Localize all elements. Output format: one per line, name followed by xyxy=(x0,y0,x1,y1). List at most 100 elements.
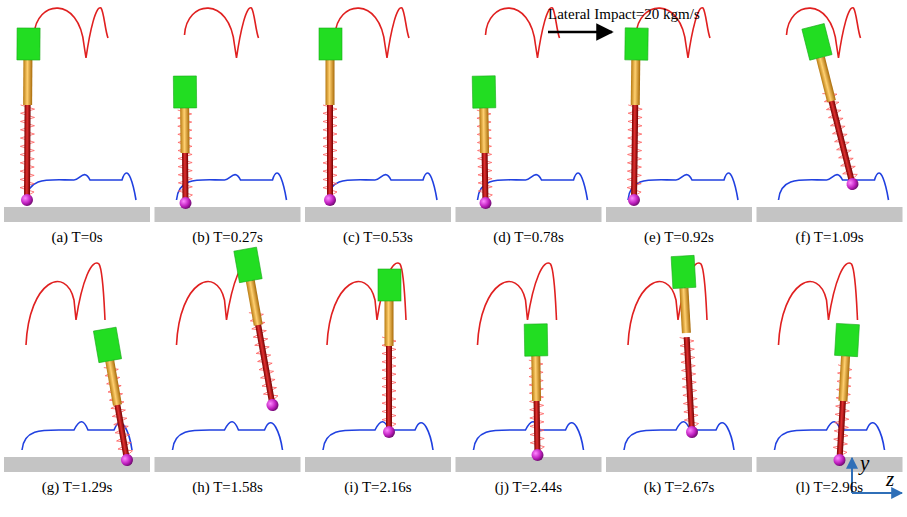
foot-trajectory xyxy=(22,422,132,450)
snapshot-panel xyxy=(4,263,150,472)
snapshot-panel xyxy=(456,263,602,472)
axis-label: y xyxy=(860,452,869,475)
foot-trajectory xyxy=(478,173,588,200)
foot-trajectory xyxy=(775,422,885,450)
piston xyxy=(631,60,641,105)
foot-trajectory xyxy=(624,422,734,450)
piston xyxy=(479,108,489,153)
axis-label: z xyxy=(886,468,894,491)
leg xyxy=(16,28,40,206)
foot-ball xyxy=(266,398,280,412)
ground xyxy=(4,207,150,222)
leg xyxy=(828,323,859,466)
foot-trajectory xyxy=(177,173,287,200)
panel-caption: (f) T=1.09s xyxy=(795,229,863,246)
panel-caption: (k) T=2.67s xyxy=(644,479,715,496)
leg-rod xyxy=(826,91,855,185)
body-block xyxy=(378,269,401,301)
snapshot-panel xyxy=(155,8,301,222)
piston xyxy=(246,280,263,326)
snapshot-panel xyxy=(757,263,903,472)
piston xyxy=(531,356,541,401)
leg xyxy=(93,327,139,468)
leg xyxy=(524,324,549,461)
body-block xyxy=(234,247,262,283)
foot-trajectory xyxy=(628,173,738,200)
foot-trajectory xyxy=(323,422,433,450)
snapshot-panel xyxy=(456,8,602,222)
body-trajectory xyxy=(185,8,259,58)
leg xyxy=(802,24,866,193)
body-block xyxy=(472,76,496,108)
body-block xyxy=(835,323,860,356)
ground xyxy=(757,207,903,222)
impact-label: Lateral Impact=20 kgm/s xyxy=(548,6,700,23)
body-trajectory xyxy=(26,263,105,345)
panel-caption: (a) T=0s xyxy=(51,229,102,246)
ground xyxy=(305,457,451,472)
panel-caption: (h) T=1.58s xyxy=(192,479,263,496)
ground xyxy=(155,457,301,472)
piston xyxy=(816,56,836,102)
body-block xyxy=(319,28,342,60)
ground xyxy=(606,457,752,472)
body-trajectory xyxy=(327,263,406,345)
ground xyxy=(606,207,752,222)
foot-ball xyxy=(531,449,543,461)
leg xyxy=(671,255,704,438)
ground xyxy=(456,457,602,472)
panel-caption: (i) T=2.16s xyxy=(344,479,411,496)
snapshot-panel xyxy=(757,8,903,222)
snapshot-panel xyxy=(155,247,301,472)
panel-caption: (g) T=1.29s xyxy=(42,479,113,496)
body-block xyxy=(671,255,696,288)
panel-caption: (j) T=2.44s xyxy=(495,479,562,496)
leg xyxy=(173,76,197,209)
body-trajectory xyxy=(335,8,409,58)
piston xyxy=(23,60,32,105)
leg-rod xyxy=(386,337,392,432)
snapshot-panel xyxy=(606,255,752,472)
panel-caption: (d) T=0.78s xyxy=(493,229,564,246)
foot-ball xyxy=(628,194,640,206)
foot-ball xyxy=(479,197,491,209)
foot-trajectory xyxy=(173,422,283,450)
panel-caption: (l) T=2.96s xyxy=(796,479,863,496)
piston xyxy=(679,288,691,333)
piston xyxy=(838,356,850,401)
body-block xyxy=(524,324,548,356)
foot-ball xyxy=(179,197,191,209)
leg-rod xyxy=(631,105,638,200)
body-block xyxy=(802,24,832,61)
foot-trajectory xyxy=(779,173,889,200)
impact-arrow xyxy=(548,31,612,34)
leg xyxy=(319,28,342,206)
panel-caption: (b) T=0.27s xyxy=(192,229,263,246)
piston xyxy=(326,60,335,105)
foot-ball xyxy=(120,453,134,467)
foot-ball xyxy=(21,194,33,206)
ground xyxy=(456,207,602,222)
leg xyxy=(623,28,648,206)
leg-rod xyxy=(327,105,333,200)
foot-ball xyxy=(324,194,336,206)
foot-ball xyxy=(383,426,395,438)
snapshot-panel xyxy=(305,263,451,472)
foot-trajectory xyxy=(26,173,136,200)
body-block xyxy=(625,28,648,60)
leg xyxy=(234,247,286,413)
leg xyxy=(378,269,401,438)
snapshot-panel xyxy=(305,8,451,222)
ground xyxy=(305,207,451,222)
foot-trajectory xyxy=(327,173,437,200)
ground xyxy=(757,457,903,472)
body-block xyxy=(17,28,40,60)
foot-ball xyxy=(833,454,846,467)
leg-rod xyxy=(24,105,31,200)
piston xyxy=(180,108,189,153)
body-block xyxy=(173,76,196,108)
foot-ball xyxy=(845,177,860,192)
piston xyxy=(385,301,394,346)
